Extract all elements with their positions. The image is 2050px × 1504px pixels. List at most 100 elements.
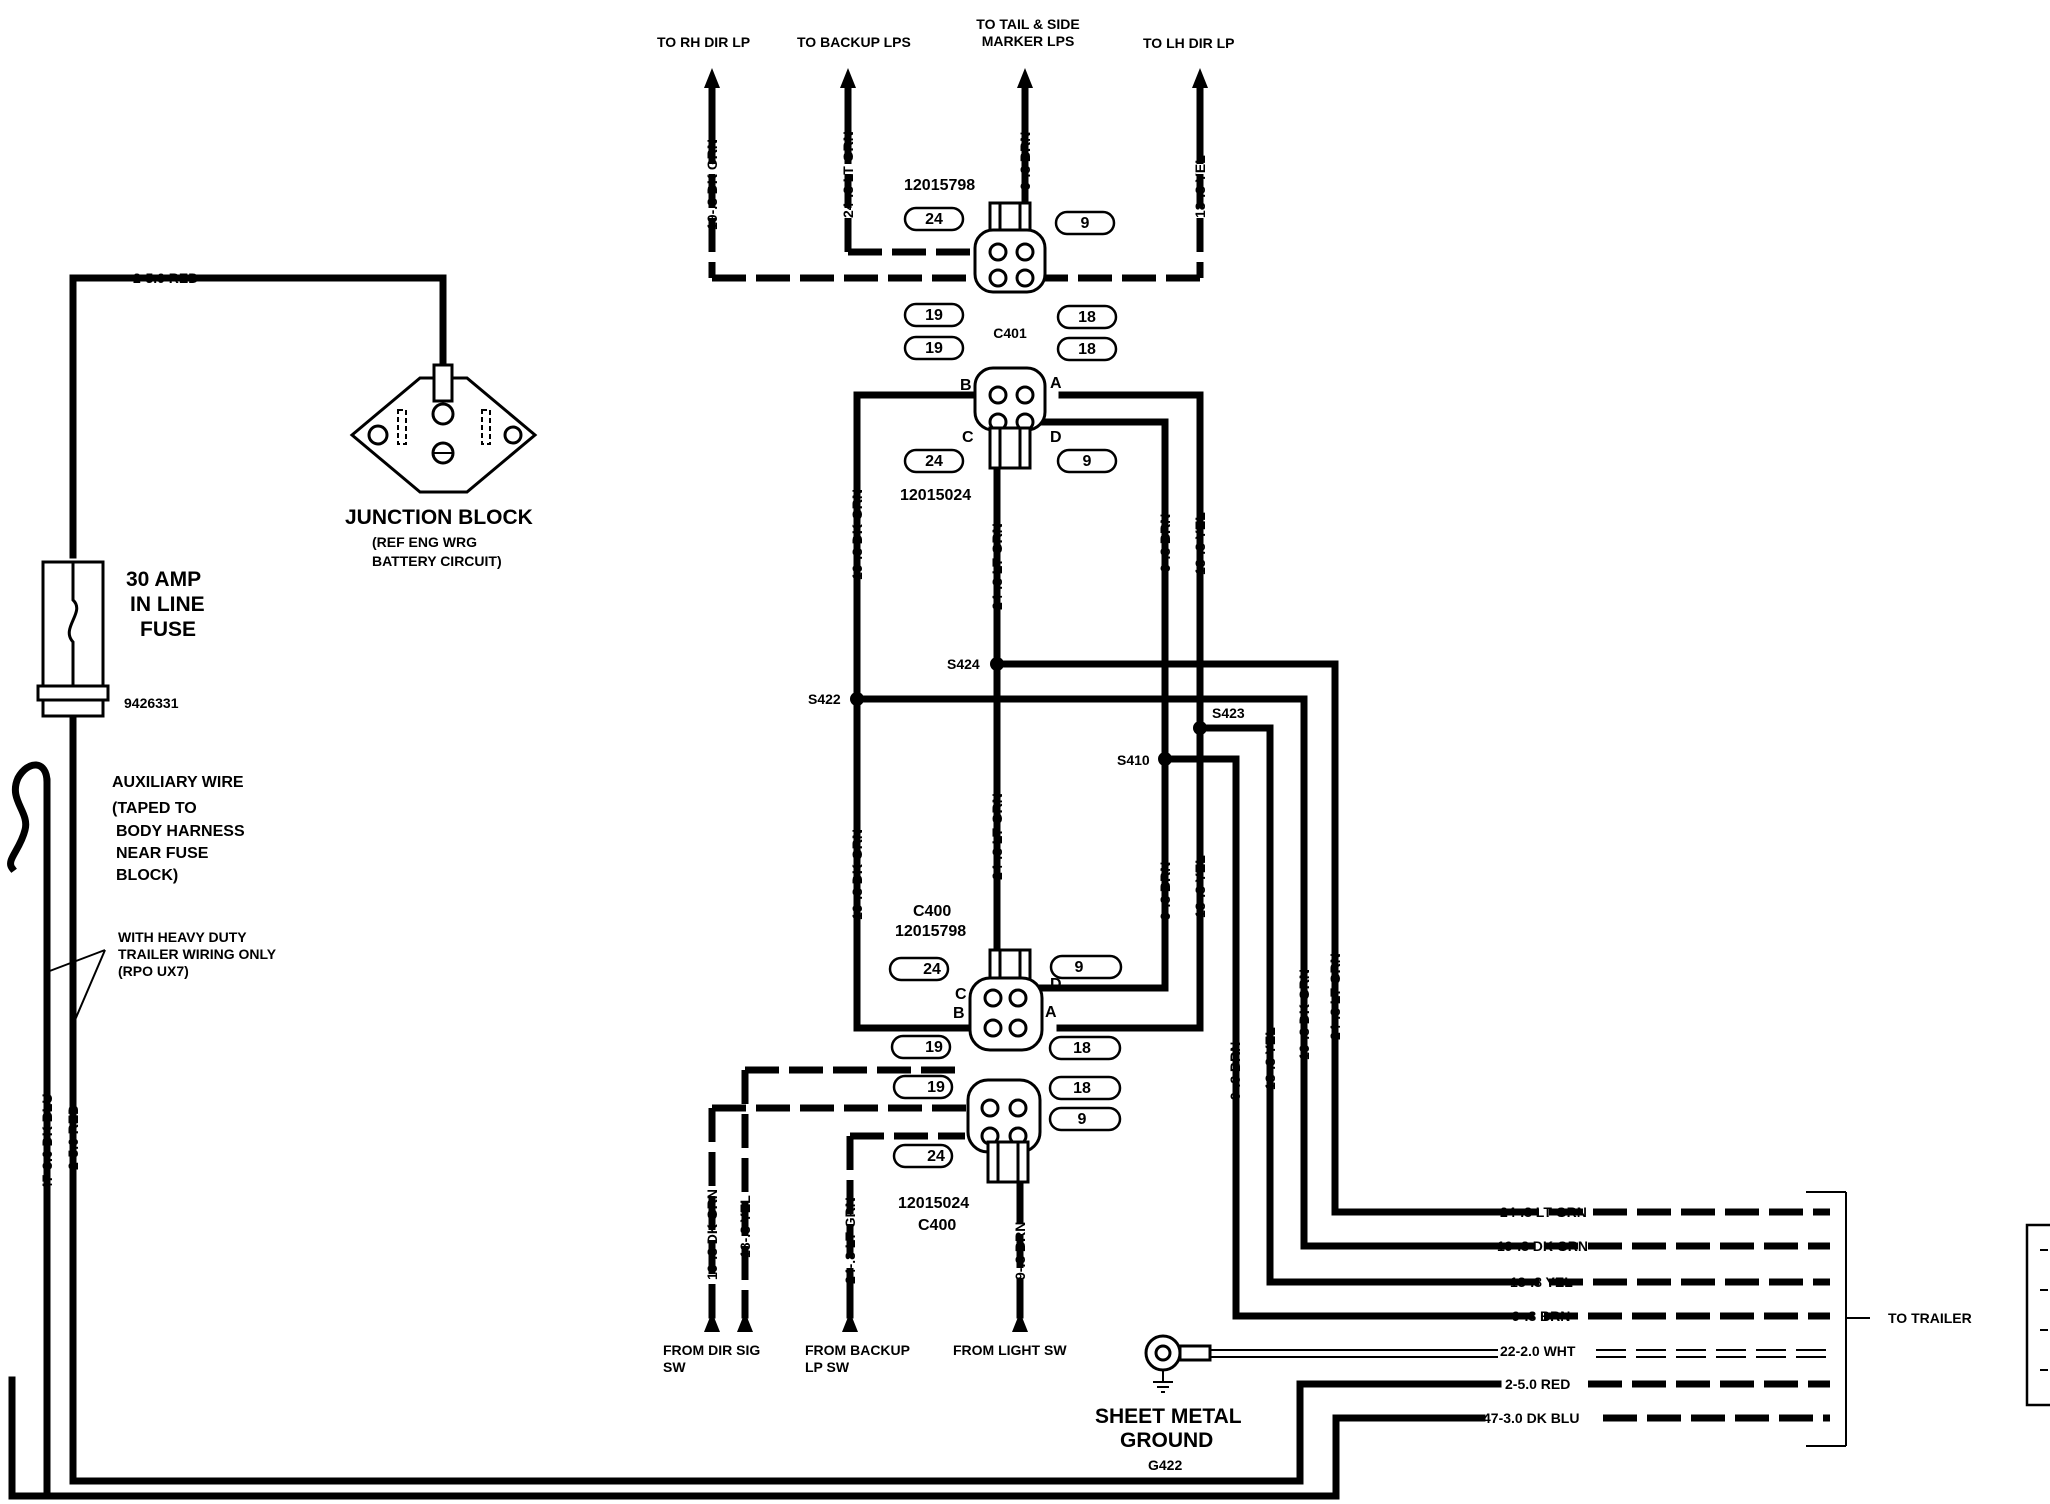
c401-pin-letter: A	[1050, 375, 1062, 392]
from-dir-sig-label: SW	[663, 1359, 686, 1375]
heavy-duty-note: WITH HEAVY DUTY TRAILER WIRING ONLY (RPO…	[118, 929, 277, 979]
wire-label: 18-.8 YEL	[1192, 155, 1208, 218]
c400-pin-label: 18	[1073, 1040, 1091, 1057]
wire-label: 24-.8 LT GRN	[840, 131, 856, 218]
auxiliary-wire-note: AUXILIARY WIRE (TAPED TO BODY HARNESS NE…	[112, 774, 245, 884]
c401-pin-letter: B	[960, 377, 972, 394]
wire-label: 2-5.0 RED	[1505, 1376, 1570, 1392]
wire-label: 47-3.0 DK BLU	[1483, 1410, 1579, 1426]
arrow-up-icon	[1192, 68, 1208, 88]
arrow-up-icon	[1017, 68, 1033, 88]
wire-label: 18-.8 YEL	[1192, 512, 1208, 575]
c400-pin-letter: A	[1045, 1004, 1057, 1021]
wire-label: 24-.8 LT GRN	[1500, 1204, 1587, 1220]
c400-label-upper: C400	[913, 903, 951, 920]
c400-pin-label: 9	[1078, 1111, 1087, 1128]
fuse-part-number: 9426331	[124, 695, 179, 711]
aux-wire-label: BLOCK)	[116, 867, 178, 884]
c401-pin-letter: D	[1050, 429, 1062, 446]
c400-pin-label: 18	[1073, 1080, 1091, 1097]
wire-label: 24-.8 LT GRN	[989, 793, 1005, 880]
heavy-duty-label: WITH HEAVY DUTY	[118, 929, 247, 945]
wire-label: 18-.8 YEL	[1192, 855, 1208, 918]
arrow-up-icon	[840, 68, 856, 88]
wire-label: 19-.8 DK GRN	[1296, 969, 1312, 1060]
heavy-duty-label: TRAILER WIRING ONLY	[118, 946, 277, 962]
to-tail-lps-label: TO TAIL & SIDE	[976, 16, 1079, 32]
wire-label: 2-5.0 RED	[133, 270, 198, 286]
c401-part-number-lower: 12015024	[900, 487, 971, 504]
wire-label: 19-.8 DK GRN	[849, 489, 865, 580]
wire-label: 47-3.0 DK BLU	[39, 1094, 55, 1190]
c401-pin-label: 18	[1078, 309, 1096, 326]
c401-pin-label: 19	[925, 340, 943, 357]
arrow-heads	[704, 68, 1208, 1332]
c401-pin-letter: C	[962, 429, 974, 446]
from-backup-label: FROM BACKUP	[805, 1342, 910, 1358]
c400-pin-letter: C	[955, 986, 967, 1003]
aux-wire-label: BODY HARNESS	[116, 823, 245, 840]
c401-pin-label: 24	[925, 211, 943, 228]
to-marker-lps-label: MARKER LPS	[982, 33, 1075, 49]
source-labels: FROM DIR SIG SW FROM BACKUP LP SW FROM L…	[663, 1342, 1067, 1375]
junction-block-ref: (REF ENG WRG	[372, 534, 477, 550]
sheet-metal-ground: SHEET METAL GROUND G422	[1095, 1334, 1242, 1473]
wire-label: 9-.8 BRN	[1157, 514, 1173, 572]
legend-box-fragment	[2025, 1223, 2050, 1407]
to-rh-dir-lp-label: TO RH DIR LP	[657, 34, 750, 50]
from-backup-label: LP SW	[805, 1359, 850, 1375]
c400-pin-label: 24	[927, 1148, 945, 1165]
ground-label: SHEET METAL	[1095, 1405, 1242, 1428]
horizontal-wire-labels: 2-5.0 RED 24-.8 LT GRN 19-.8 DK GRN 18-.…	[133, 270, 1588, 1426]
c401-pin-label: 19	[925, 307, 943, 324]
wire-label: 18-.8 YEL	[1262, 1027, 1278, 1090]
c400-part-number-lower: 12015024	[898, 1195, 969, 1212]
wire-label: 2-5.0 RED	[65, 1105, 81, 1170]
to-backup-lps-label: TO BACKUP LPS	[797, 34, 911, 50]
wire-label: 9-.8 BRN	[1157, 862, 1173, 920]
splice-s424-label: S424	[947, 656, 980, 672]
wire-label: 19-.8 DK GRN	[704, 1189, 720, 1280]
splice-s423-label: S423	[1212, 705, 1245, 721]
junction-block-title: JUNCTION BLOCK	[345, 506, 533, 529]
arrow-up-icon	[842, 1312, 858, 1332]
c400-pin-letter: D	[1050, 976, 1062, 993]
aux-wire-label: AUXILIARY WIRE	[112, 774, 244, 791]
wire-network	[7, 81, 1830, 1500]
splice-labels: S424 S422 S423 S410	[808, 656, 1245, 768]
c400-part-number-upper: 12015798	[895, 923, 966, 940]
wire-label: 24-.8 LT GRN	[989, 523, 1005, 610]
to-trailer-label: TO TRAILER	[1888, 1310, 1972, 1326]
wire-label: 22-2.0 WHT	[1500, 1343, 1576, 1359]
c400-pin-letter: B	[953, 1005, 965, 1022]
arrow-up-icon	[737, 1312, 753, 1332]
arrow-up-icon	[704, 1312, 720, 1332]
inline-fuse: 30 AMP IN LINE FUSE 9426331	[36, 560, 205, 718]
c401-pin-label: 9	[1081, 215, 1090, 232]
c401-label: C401	[993, 325, 1027, 341]
fuse-label: 30 AMP	[126, 568, 201, 591]
wire-label: 9-.8 BRN	[1012, 1222, 1028, 1280]
aux-wire-label: NEAR FUSE	[116, 845, 209, 862]
connector-c400: 24 9 19 18 19 18 9 24 C D B A C400 12015…	[888, 903, 1123, 1234]
wire-label: 24-.8 LT GRN	[842, 1197, 858, 1284]
splice-s410-label: S410	[1117, 752, 1150, 768]
wire-label: 18-.8 YEL	[1510, 1274, 1573, 1290]
junction-block: JUNCTION BLOCK (REF ENG WRG BATTERY CIRC…	[345, 363, 538, 569]
c401-pin-label: 18	[1078, 341, 1096, 358]
c400-label-lower: C400	[918, 1217, 956, 1234]
wire-label: 9-.8 BRN	[1512, 1308, 1570, 1324]
wire-label: 18-.8 YEL	[737, 1195, 753, 1258]
c400-pin-label: 19	[925, 1039, 943, 1056]
c400-pin-label: 24	[923, 961, 941, 978]
heavy-duty-pointer	[46, 949, 106, 1021]
junction-block-ref: BATTERY CIRCUIT)	[372, 553, 502, 569]
from-dir-sig-label: FROM DIR SIG	[663, 1342, 760, 1358]
connector-c401: 24 9 19 18 19 18 24 9 B A C D C401 12015…	[900, 177, 1118, 504]
from-light-sw-label: FROM LIGHT SW	[953, 1342, 1067, 1358]
fuse-label: IN LINE	[130, 593, 205, 616]
arrow-up-icon	[704, 68, 720, 88]
ground-id: G422	[1148, 1457, 1182, 1473]
vertical-wire-labels: 19-.8 DK GRN 24-.8 LT GRN 9-.8 BRN 18-.8…	[39, 131, 1343, 1284]
